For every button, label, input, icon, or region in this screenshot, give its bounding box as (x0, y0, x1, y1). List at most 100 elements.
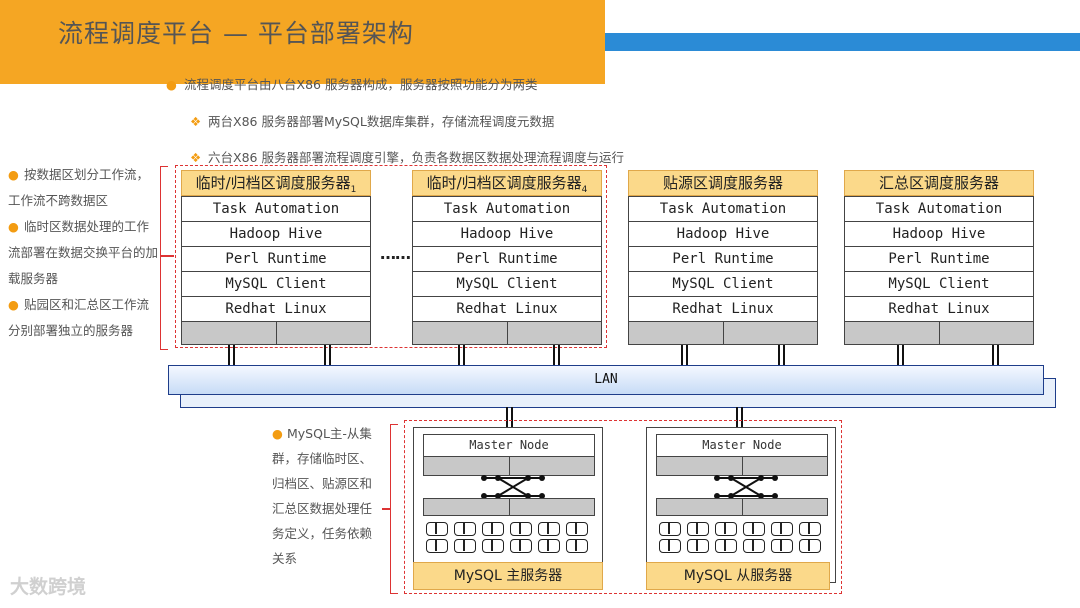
server-title: 临时/归档区调度服务器4 (412, 170, 602, 196)
layer-hadoop-hive: Hadoop Hive (413, 222, 601, 247)
server-connector (897, 345, 904, 367)
db-connector (506, 407, 513, 427)
hardware-bay (629, 322, 817, 344)
fc-switch-icon (481, 475, 545, 499)
server-connector (228, 345, 235, 367)
software-stack: Task Automation Hadoop Hive Perl Runtime… (181, 196, 371, 345)
db-note-text: MySQL主-从集群，存储临时区、归档区、贴源区和汇总区数据处理任务定义，任务依… (272, 426, 373, 566)
fc-switch-icon (714, 475, 778, 499)
layer-hadoop-hive: Hadoop Hive (845, 222, 1033, 247)
mysql-cluster-group (404, 420, 842, 594)
layer-mysql-client: MySQL Client (182, 272, 370, 297)
storage-controller (656, 498, 828, 516)
disk-icon (771, 539, 793, 553)
intro-sub1-text: 两台X86 服务器部署MySQL数据库集群，存储流程调度元数据 (208, 114, 555, 129)
title-bar (0, 0, 605, 84)
disk-icon (687, 522, 709, 536)
layer-task-automation: Task Automation (629, 197, 817, 222)
disk-array (426, 522, 594, 553)
layer-mysql-client: MySQL Client (629, 272, 817, 297)
disk-icon (538, 539, 560, 553)
db-connector (736, 407, 743, 427)
server-title: 临时/归档区调度服务器1 (181, 170, 371, 196)
software-stack: Task Automation Hadoop Hive Perl Runtime… (844, 196, 1034, 345)
storage-controller (423, 498, 595, 516)
disk-icon (799, 539, 821, 553)
server-title: 汇总区调度服务器 (844, 170, 1034, 196)
server-source: 贴源区调度服务器 Task Automation Hadoop Hive Per… (628, 170, 818, 345)
disk-icon (659, 522, 681, 536)
mysql-master-server: Master Node (413, 427, 603, 583)
server-summary: 汇总区调度服务器 Task Automation Hadoop Hive Per… (844, 170, 1034, 345)
bullet-marker: ● (272, 426, 283, 441)
layer-redhat-linux: Redhat Linux (182, 297, 370, 322)
disk-icon (799, 522, 821, 536)
bullet-marker: ● (166, 77, 177, 92)
server-subscript: 1 (350, 185, 357, 195)
lan-bus: LAN (168, 365, 1044, 395)
layer-hadoop-hive: Hadoop Hive (629, 222, 817, 247)
layer-mysql-client: MySQL Client (845, 272, 1033, 297)
blue-stripe (605, 33, 1080, 51)
layer-task-automation: Task Automation (845, 197, 1033, 222)
watermark-logo: 大数跨境 (10, 576, 87, 598)
hardware-bay (845, 322, 1033, 344)
side-note-item: ●临时区数据处理的工作流部署在数据交换平台的加载服务器 (8, 214, 158, 292)
disk-icon (482, 539, 504, 553)
side-note-item: ●按数据区划分工作流，工作流不跨数据区 (8, 162, 158, 214)
mysql-slave-server: Master Node (646, 427, 836, 583)
layer-task-automation: Task Automation (182, 197, 370, 222)
software-stack: Task Automation Hadoop Hive Perl Runtime… (412, 196, 602, 345)
hardware-bay (657, 457, 827, 475)
disk-icon (566, 522, 588, 536)
server-connector (324, 345, 331, 367)
bullet-marker: ❖ (190, 114, 202, 129)
disk-icon (426, 539, 448, 553)
disk-icon (510, 539, 532, 553)
server-ellipsis: …… (380, 244, 411, 263)
server-title: 贴源区调度服务器 (628, 170, 818, 196)
master-node-label: Master Node (424, 435, 594, 457)
disk-icon (743, 539, 765, 553)
disk-icon (771, 522, 793, 536)
server-subscript: 4 (581, 185, 588, 195)
server-connector (553, 345, 560, 367)
disk-icon (566, 539, 588, 553)
layer-task-automation: Task Automation (413, 197, 601, 222)
master-node-label: Master Node (657, 435, 827, 457)
hardware-bay (413, 322, 601, 344)
disk-icon (482, 522, 504, 536)
server-temp-archive-4: 临时/归档区调度服务器4 Task Automation Hadoop Hive… (412, 170, 602, 345)
disk-icon (715, 522, 737, 536)
layer-mysql-client: MySQL Client (413, 272, 601, 297)
disk-icon (659, 539, 681, 553)
intro-sub1: ❖ 两台X86 服务器部署MySQL数据库集群，存储流程调度元数据 (190, 111, 554, 130)
layer-hadoop-hive: Hadoop Hive (182, 222, 370, 247)
db-bracket (382, 424, 398, 594)
disk-icon (687, 539, 709, 553)
hardware-bay (424, 457, 594, 475)
mysql-master-label: MySQL 主服务器 (413, 562, 603, 590)
master-node: Master Node (656, 434, 828, 476)
bullet-marker: ● (8, 297, 19, 312)
server-connector (458, 345, 465, 367)
bullet-marker: ● (8, 219, 19, 234)
intro-sub2-text: 六台X86 服务器部署流程调度引擎，负责各数据区数据处理流程调度与运行 (208, 150, 624, 165)
server-connector (778, 345, 785, 367)
disk-icon (426, 522, 448, 536)
db-note: ●MySQL主-从集群，存储临时区、归档区、贴源区和汇总区数据处理任务定义，任务… (272, 421, 384, 571)
master-node: Master Node (423, 434, 595, 476)
layer-redhat-linux: Redhat Linux (413, 297, 601, 322)
temp-archive-group (175, 165, 607, 348)
disk-icon (510, 522, 532, 536)
server-title-text: 临时/归档区调度服务器 (426, 174, 582, 192)
server-title-text: 贴源区调度服务器 (662, 174, 783, 192)
bullet-marker: ● (8, 167, 19, 182)
server-title-text: 临时/归档区调度服务器 (195, 174, 351, 192)
layer-redhat-linux: Redhat Linux (845, 297, 1033, 322)
layer-perl-runtime: Perl Runtime (182, 247, 370, 272)
mysql-slave-label: MySQL 从服务器 (646, 562, 830, 590)
disk-icon (538, 522, 560, 536)
server-temp-archive-1: 临时/归档区调度服务器1 Task Automation Hadoop Hive… (181, 170, 371, 345)
disk-icon (454, 522, 476, 536)
